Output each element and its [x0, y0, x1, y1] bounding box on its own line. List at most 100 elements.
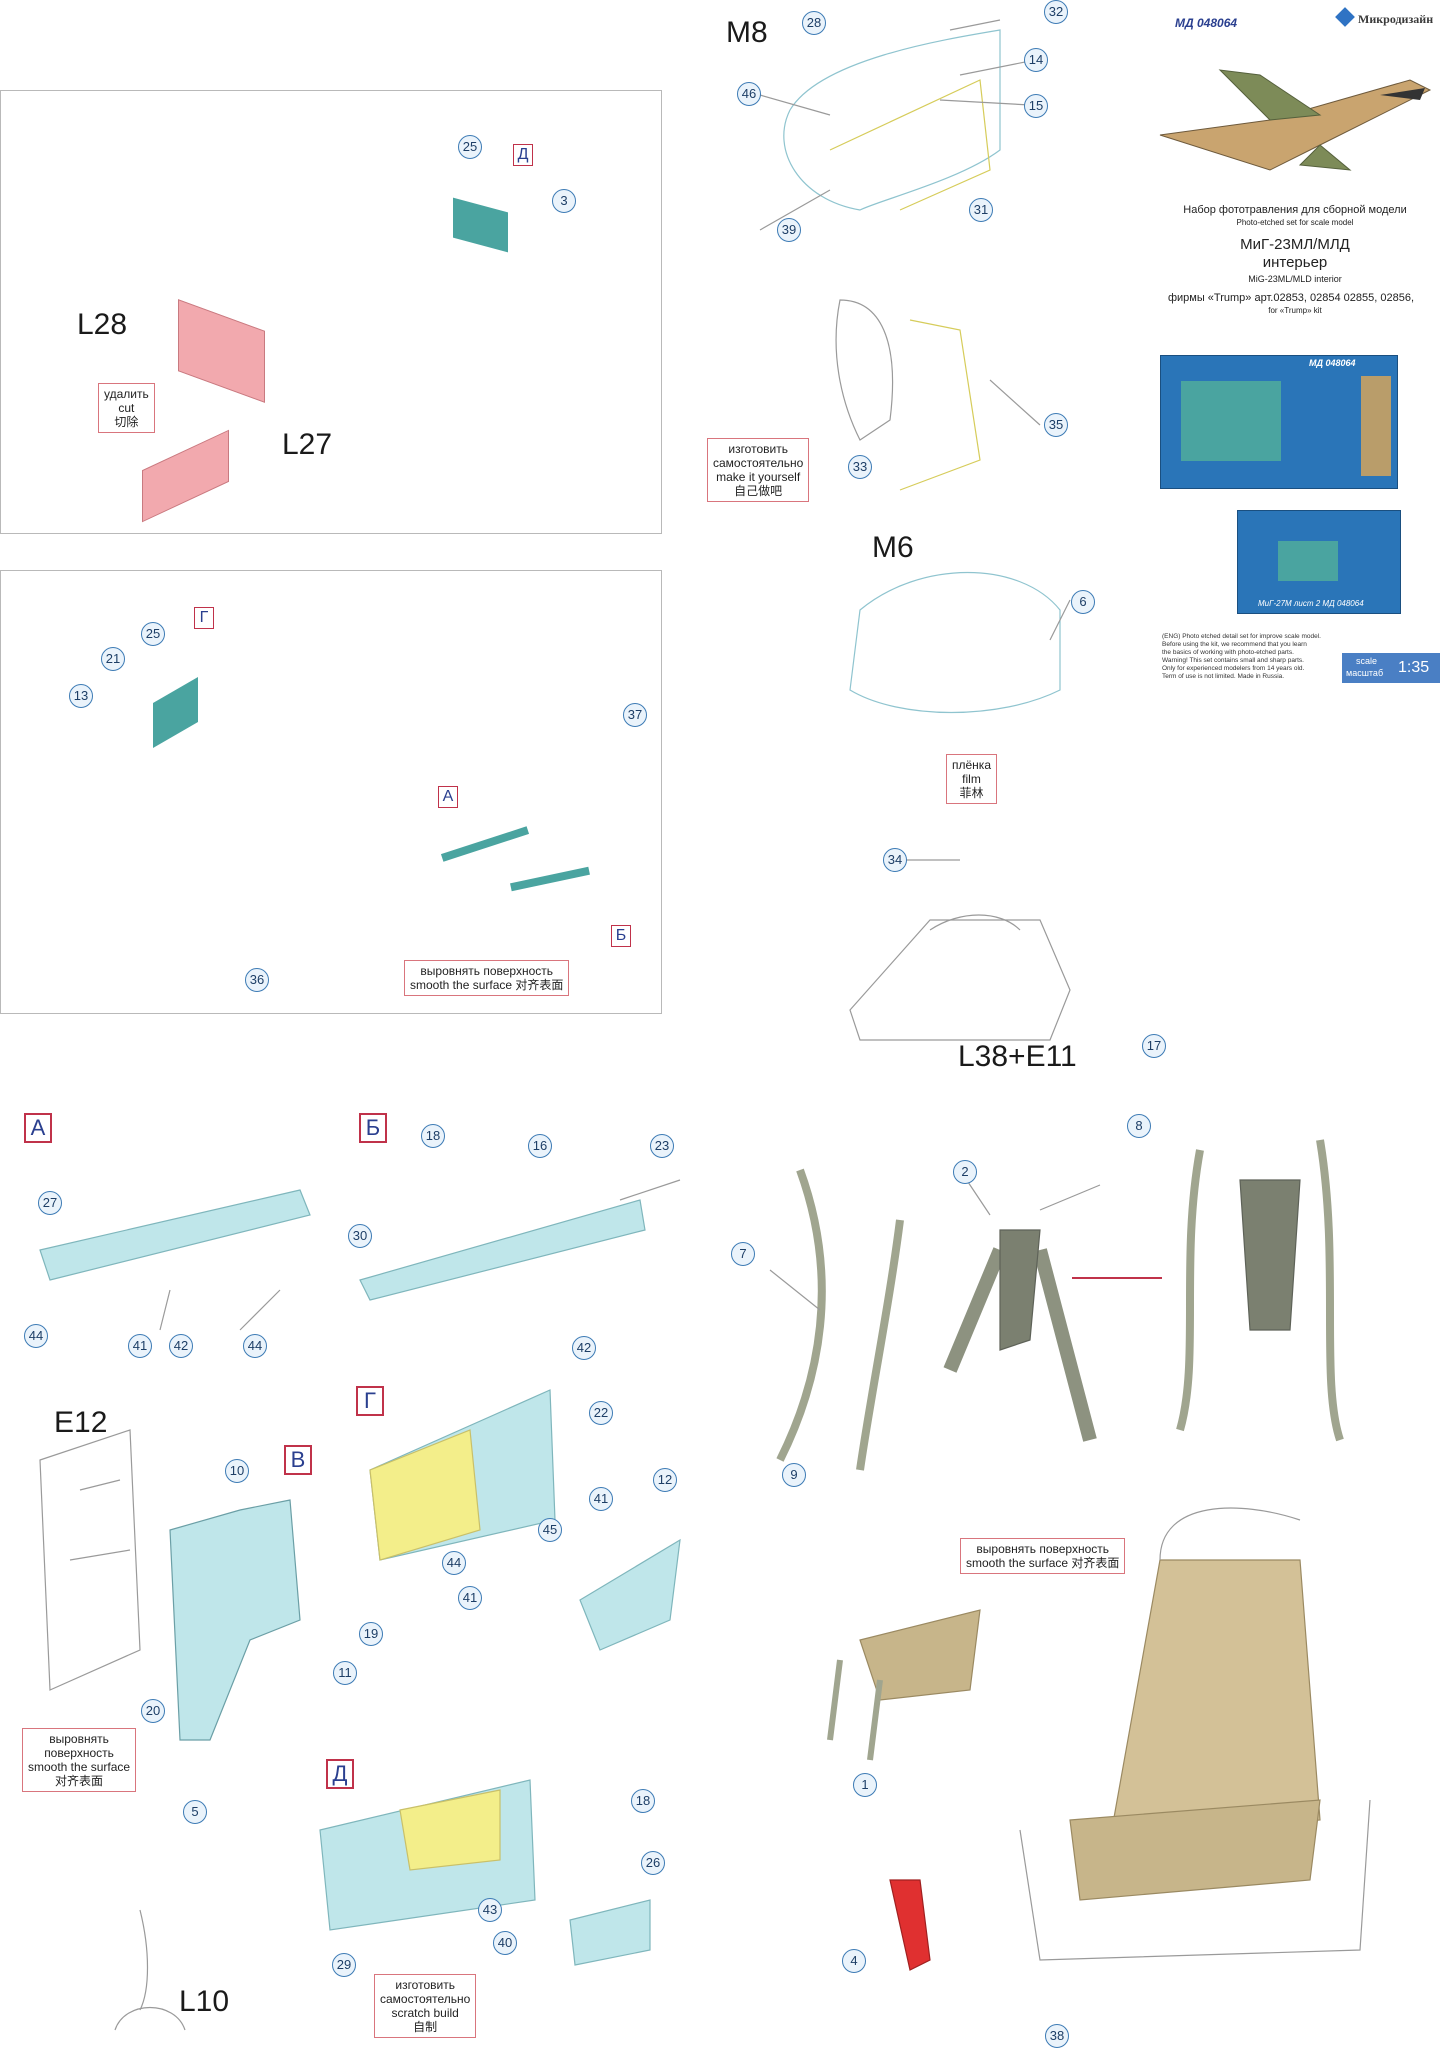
part-number-6: 6 [1071, 590, 1095, 614]
label-M8: M8 [726, 16, 768, 49]
part-number-21: 21 [101, 647, 125, 671]
part-number-36: 36 [245, 968, 269, 992]
note-smooth-seat: выровнять поверхность smooth the surface… [960, 1538, 1126, 1574]
section-B: Б [359, 1113, 387, 1143]
set-title-ru: Набор фототравления для сборной модели [1183, 204, 1407, 216]
note-scratch-build: изготовить самостоятельно scratch build … [374, 1974, 477, 2038]
note-film: плёнка film 菲林 [946, 754, 997, 804]
part-number-29: 29 [332, 1953, 356, 1977]
part-number-27: 27 [38, 1191, 62, 1215]
fuselage-panel-top [0, 90, 662, 534]
part-number-44: 44 [243, 1334, 267, 1358]
part-number-40: 40 [493, 1931, 517, 1955]
label-E12: E12 [54, 1406, 108, 1439]
scale-value: 1:35 [1398, 659, 1430, 676]
part-number-44: 44 [24, 1324, 48, 1348]
part-number-25: 25 [458, 135, 482, 159]
pe-sheet-1-gold [1361, 376, 1391, 476]
product-code: МД 048064 [1175, 16, 1238, 30]
part-number-9: 9 [782, 1463, 806, 1487]
part-number-20: 20 [141, 1699, 165, 1723]
part-number-7: 7 [731, 1242, 755, 1266]
pe-sheet-1-label: МД 048064 [1309, 358, 1356, 368]
part-number-15: 15 [1024, 94, 1048, 118]
part-number-2: 2 [953, 1160, 977, 1184]
label-M6: M6 [872, 531, 914, 564]
part-number-17: 17 [1142, 1034, 1166, 1058]
part-number-19: 19 [359, 1622, 383, 1646]
part-number-38: 38 [1045, 2024, 1069, 2048]
model-title-ru-1: МиГ-23МЛ/МЛД [1240, 236, 1350, 253]
part-number-23: 23 [650, 1134, 674, 1158]
section-D: Д [326, 1759, 354, 1789]
scale-label-en: scale [1356, 656, 1378, 666]
scale-badge: scale масштаб 1:35 [1342, 653, 1440, 683]
model-title-en: MiG-23ML/MLD interior [1248, 274, 1342, 284]
note-smooth-fuselage: выровнять поверхность smooth the surface… [404, 960, 570, 996]
part-number-5: 5 [183, 1800, 207, 1824]
part-number-35: 35 [1044, 413, 1068, 437]
marker-G-fuselage: Г [194, 607, 214, 629]
part-number-10: 10 [225, 1459, 249, 1483]
part-number-34: 34 [883, 848, 907, 872]
part-number-43: 43 [478, 1898, 502, 1922]
pe-sheet-1-green [1181, 381, 1281, 461]
label-L27: L27 [282, 428, 333, 461]
part-number-1: 1 [853, 1773, 877, 1797]
set-title-en: Photo-etched set for scale model [1236, 218, 1354, 227]
model-title-ru-2: интерьер [1262, 254, 1328, 271]
part-number-37: 37 [623, 703, 647, 727]
section-V: В [284, 1445, 312, 1475]
note-make-yourself: изготовить самостоятельно make it yourse… [707, 438, 810, 502]
part-number-3: 3 [552, 189, 576, 213]
label-L10: L10 [179, 1985, 230, 2018]
warning-text: (ENG) Photo etched detail set for improv… [1162, 633, 1321, 680]
part-number-30: 30 [348, 1224, 372, 1248]
part-number-42: 42 [572, 1336, 596, 1360]
part-number-41: 41 [589, 1487, 613, 1511]
scale-label-ru: масштаб [1346, 668, 1384, 678]
part-number-22: 22 [589, 1401, 613, 1425]
part-number-18: 18 [421, 1124, 445, 1148]
part-number-8: 8 [1127, 1114, 1151, 1138]
brand-name: Микродизайн [1358, 12, 1434, 26]
part-number-44: 44 [442, 1551, 466, 1575]
part-number-28: 28 [802, 11, 826, 35]
part-number-39: 39 [777, 218, 801, 242]
part-number-26: 26 [641, 1851, 665, 1875]
part-number-45: 45 [538, 1518, 562, 1542]
kit-en: for «Trump» kit [1268, 306, 1322, 315]
part-number-41: 41 [458, 1586, 482, 1610]
part-number-11: 11 [333, 1661, 357, 1685]
pe-sheet-2-green [1278, 541, 1338, 581]
part-number-16: 16 [528, 1134, 552, 1158]
label-L28: L28 [77, 308, 128, 341]
part-number-41: 41 [128, 1334, 152, 1358]
part-number-18: 18 [631, 1789, 655, 1813]
part-number-42: 42 [169, 1334, 193, 1358]
aircraft-illustration [1150, 50, 1440, 180]
marker-B-fuselage: Б [611, 925, 631, 947]
note-smooth-E12: выровнять поверхность smooth the surface… [22, 1728, 137, 1792]
section-G: Г [356, 1386, 384, 1416]
pe-sheet-2: МиГ-27М лист 2 МД 048064 [1237, 510, 1401, 614]
harness-arrow [1072, 1277, 1162, 1279]
section-A: А [24, 1113, 52, 1143]
marker-D-fuselage: Д [513, 144, 533, 166]
pe-sheet-1: МД 048064 [1160, 355, 1398, 489]
part-number-32: 32 [1044, 0, 1068, 24]
part-number-46: 46 [737, 82, 761, 106]
part-number-33: 33 [848, 455, 872, 479]
note-cut: удалить cut 切除 [98, 383, 155, 433]
marker-A-fuselage: А [438, 786, 458, 808]
part-number-13: 13 [69, 684, 93, 708]
pe-sheet-2-label: МиГ-27М лист 2 МД 048064 [1258, 599, 1364, 608]
part-number-12: 12 [653, 1468, 677, 1492]
part-number-4: 4 [842, 1949, 866, 1973]
part-number-31: 31 [969, 198, 993, 222]
label-L38E11: L38+E11 [958, 1040, 1077, 1073]
fuselage-panel-middle [0, 570, 662, 1014]
part-number-25: 25 [141, 622, 165, 646]
part-number-14: 14 [1024, 48, 1048, 72]
